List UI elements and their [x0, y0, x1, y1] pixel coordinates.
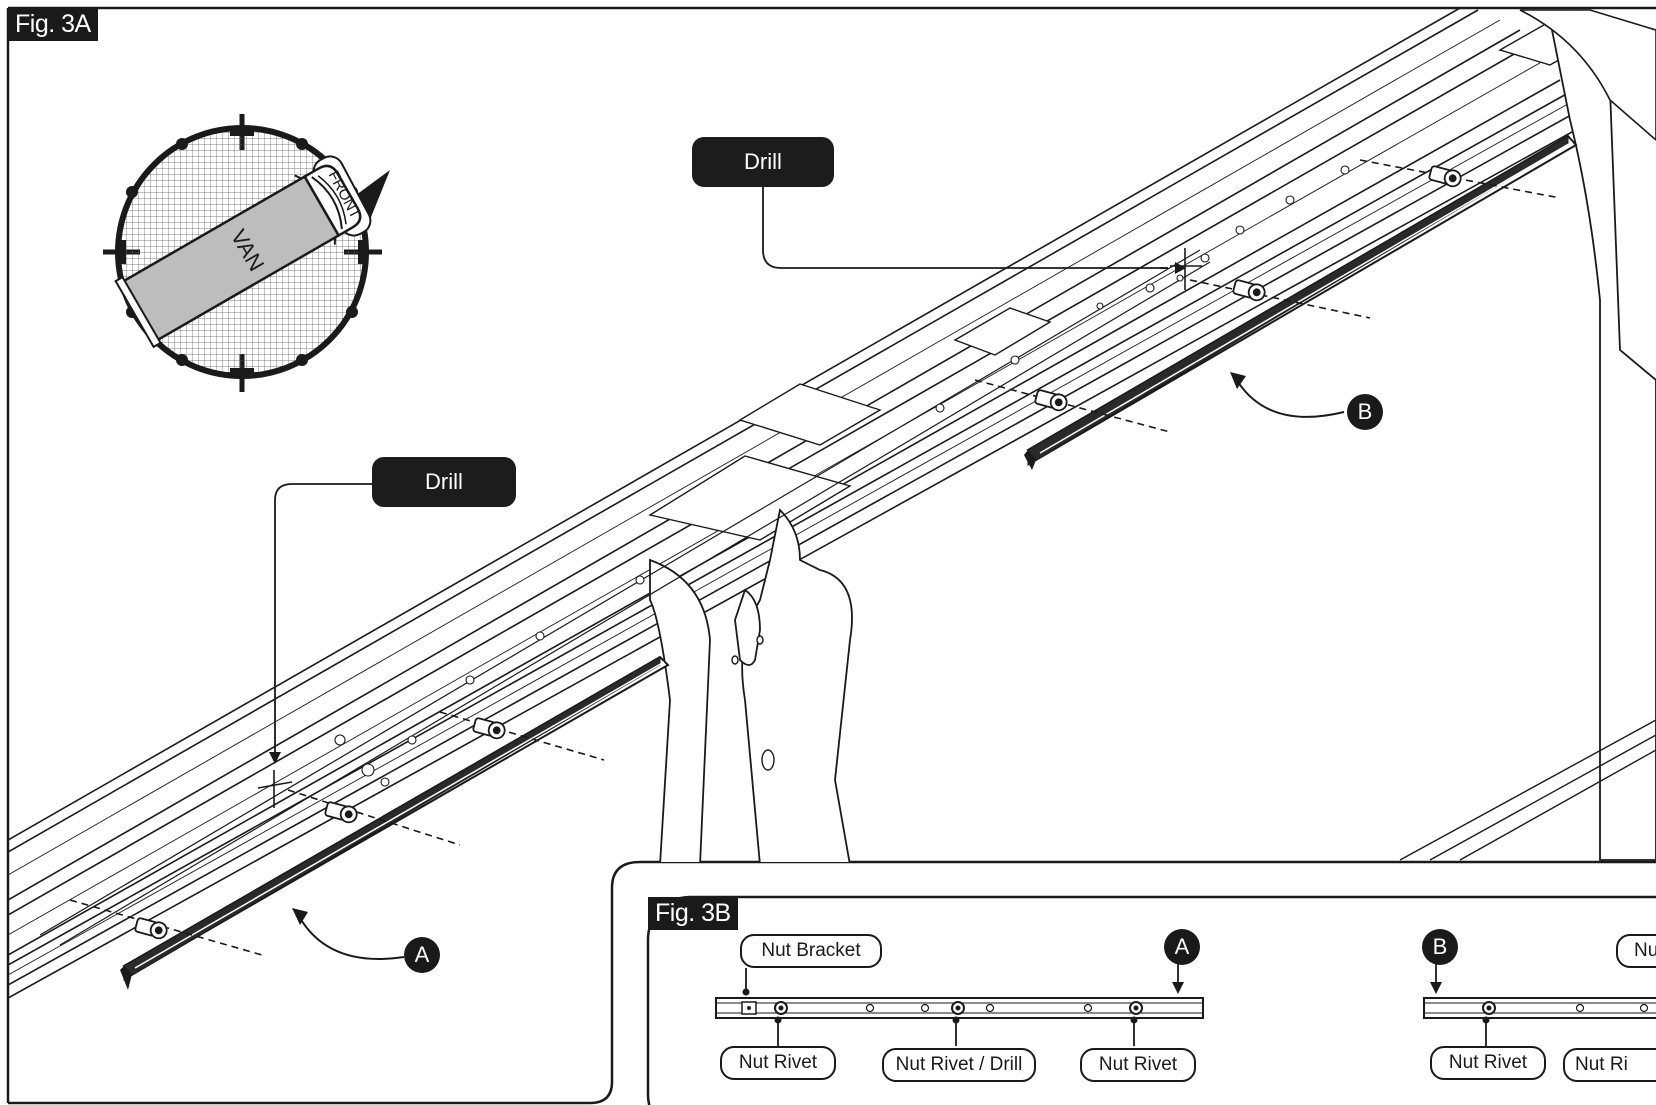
nut-rivets-3a — [134, 165, 1462, 940]
rail-a-flat — [715, 997, 1204, 1019]
nut-bracket-label: Nut Bracket — [740, 934, 882, 968]
nut-rivet-label: Nut Rivet — [1080, 1048, 1196, 1082]
fig3b-tag: Fig. 3B — [648, 897, 738, 930]
van-roof-structure — [8, 8, 1656, 999]
fig3a-tag: Fig. 3A — [8, 8, 98, 41]
marker-a: A — [404, 937, 440, 973]
nut-label-b-top: Nu — [1616, 934, 1656, 968]
nut-rivet-drill-label: Nut Rivet / Drill — [882, 1048, 1036, 1082]
nut-rivet-label: Nut Rivet — [1430, 1046, 1546, 1080]
nut-rivet-label-partial: Nut Ri — [1563, 1048, 1656, 1082]
marker-b: B — [1347, 394, 1383, 430]
marker-a-detail: A — [1164, 929, 1200, 965]
nut-rivet-label: Nut Rivet — [720, 1046, 836, 1080]
rail-b — [1024, 134, 1578, 470]
marker-b-detail: B — [1422, 929, 1458, 965]
drill-callout-left: Drill — [372, 457, 516, 507]
fig3a-frame — [6, 6, 1656, 1105]
compass-icon — [103, 114, 390, 392]
van-icon — [114, 164, 362, 349]
drill-callout-top: Drill — [692, 137, 834, 187]
rail-b-flat — [1423, 997, 1656, 1019]
